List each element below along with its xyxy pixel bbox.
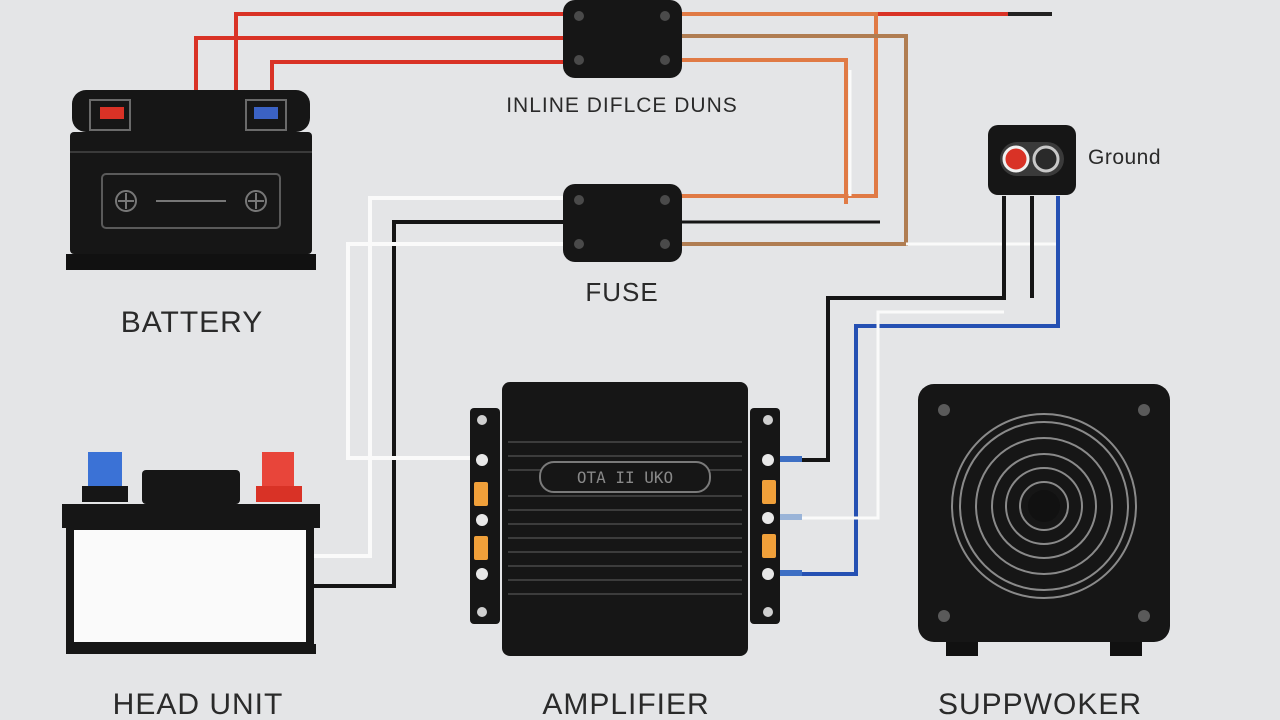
- black-wire-headunit: [312, 220, 565, 588]
- battery-label: BATTERY: [121, 306, 264, 339]
- inline-fuse-label: INLINE DIFLCE DUNS: [506, 94, 738, 117]
- orange-wire-b: [680, 58, 848, 204]
- head-unit-label: HEAD UNIT: [113, 688, 284, 720]
- white-wire-speaker: [782, 310, 1004, 520]
- head-unit: [62, 452, 320, 654]
- ground-blue: [782, 196, 1060, 576]
- ground-black-1: [782, 196, 1006, 462]
- white-wire-amp-in: [346, 242, 565, 460]
- orange-wire-a: [680, 12, 878, 198]
- subwoofer-label: SUPPWOKER: [938, 688, 1142, 720]
- fuse-label: FUSE: [585, 277, 658, 307]
- amplifier-label: AMPLIFIER: [542, 688, 709, 720]
- amplifier: OTA II UKO: [470, 382, 802, 656]
- ground-terminal: [988, 125, 1076, 195]
- amplifier-badge: [539, 461, 711, 493]
- amplifier-badge-text: OTA II UKO: [577, 468, 673, 487]
- inline-fuse-block: [563, 0, 682, 78]
- subwoofer: [918, 384, 1170, 656]
- brown-wire: [680, 34, 908, 246]
- fuse-block: [563, 184, 682, 262]
- red-wire-3: [270, 60, 565, 90]
- wires: [194, 12, 1060, 588]
- battery: [66, 90, 316, 270]
- white-wire-headunit: [312, 196, 565, 558]
- speaker-cone: [951, 413, 1137, 599]
- red-wire-2: [194, 36, 565, 90]
- ground-label: Ground: [1088, 146, 1161, 169]
